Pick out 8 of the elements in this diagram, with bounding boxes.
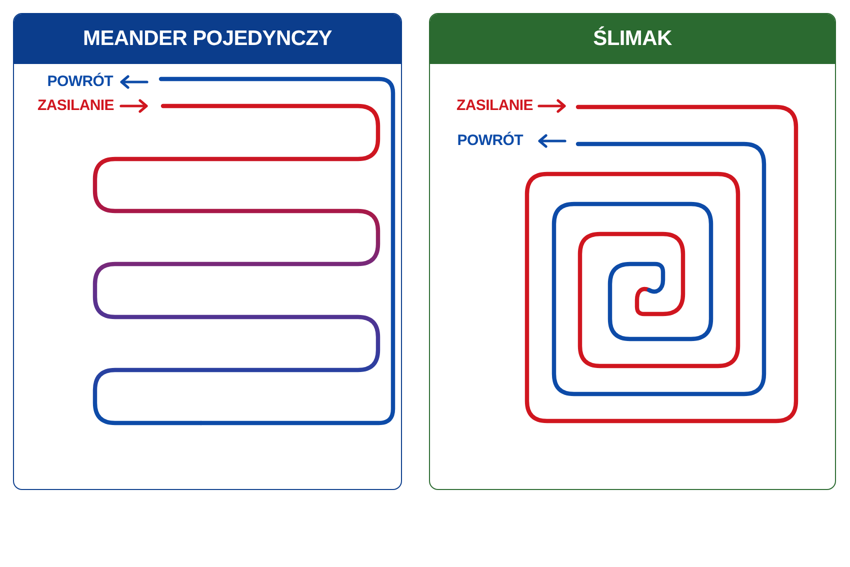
pipe-label: ZASILANIE [456, 97, 533, 115]
panel-heading: ŚLIMAK [430, 14, 835, 64]
panel-heading: MEANDER POJEDYNCZY [14, 14, 401, 64]
layout-panel [429, 13, 836, 490]
pipe-label: POWRÓT [457, 132, 523, 150]
pipe-label: POWRÓT [47, 73, 113, 91]
pipe-label: ZASILANIE [38, 97, 114, 115]
layout-panel [13, 13, 402, 490]
